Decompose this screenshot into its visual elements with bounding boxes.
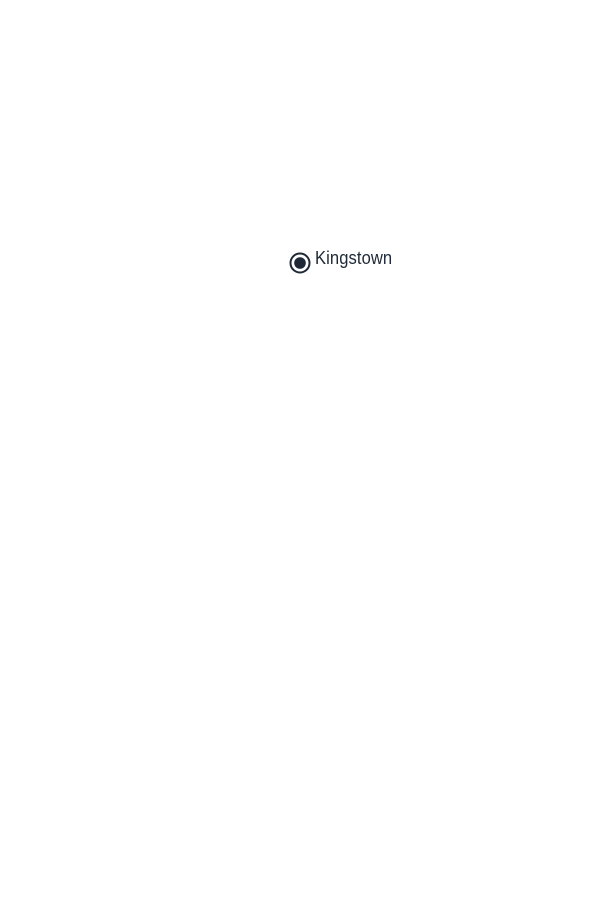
place-label: Kingstown <box>315 248 393 268</box>
capital-city-icon <box>289 252 311 274</box>
place-marker-kingstown[interactable]: Kingstown <box>289 242 399 274</box>
